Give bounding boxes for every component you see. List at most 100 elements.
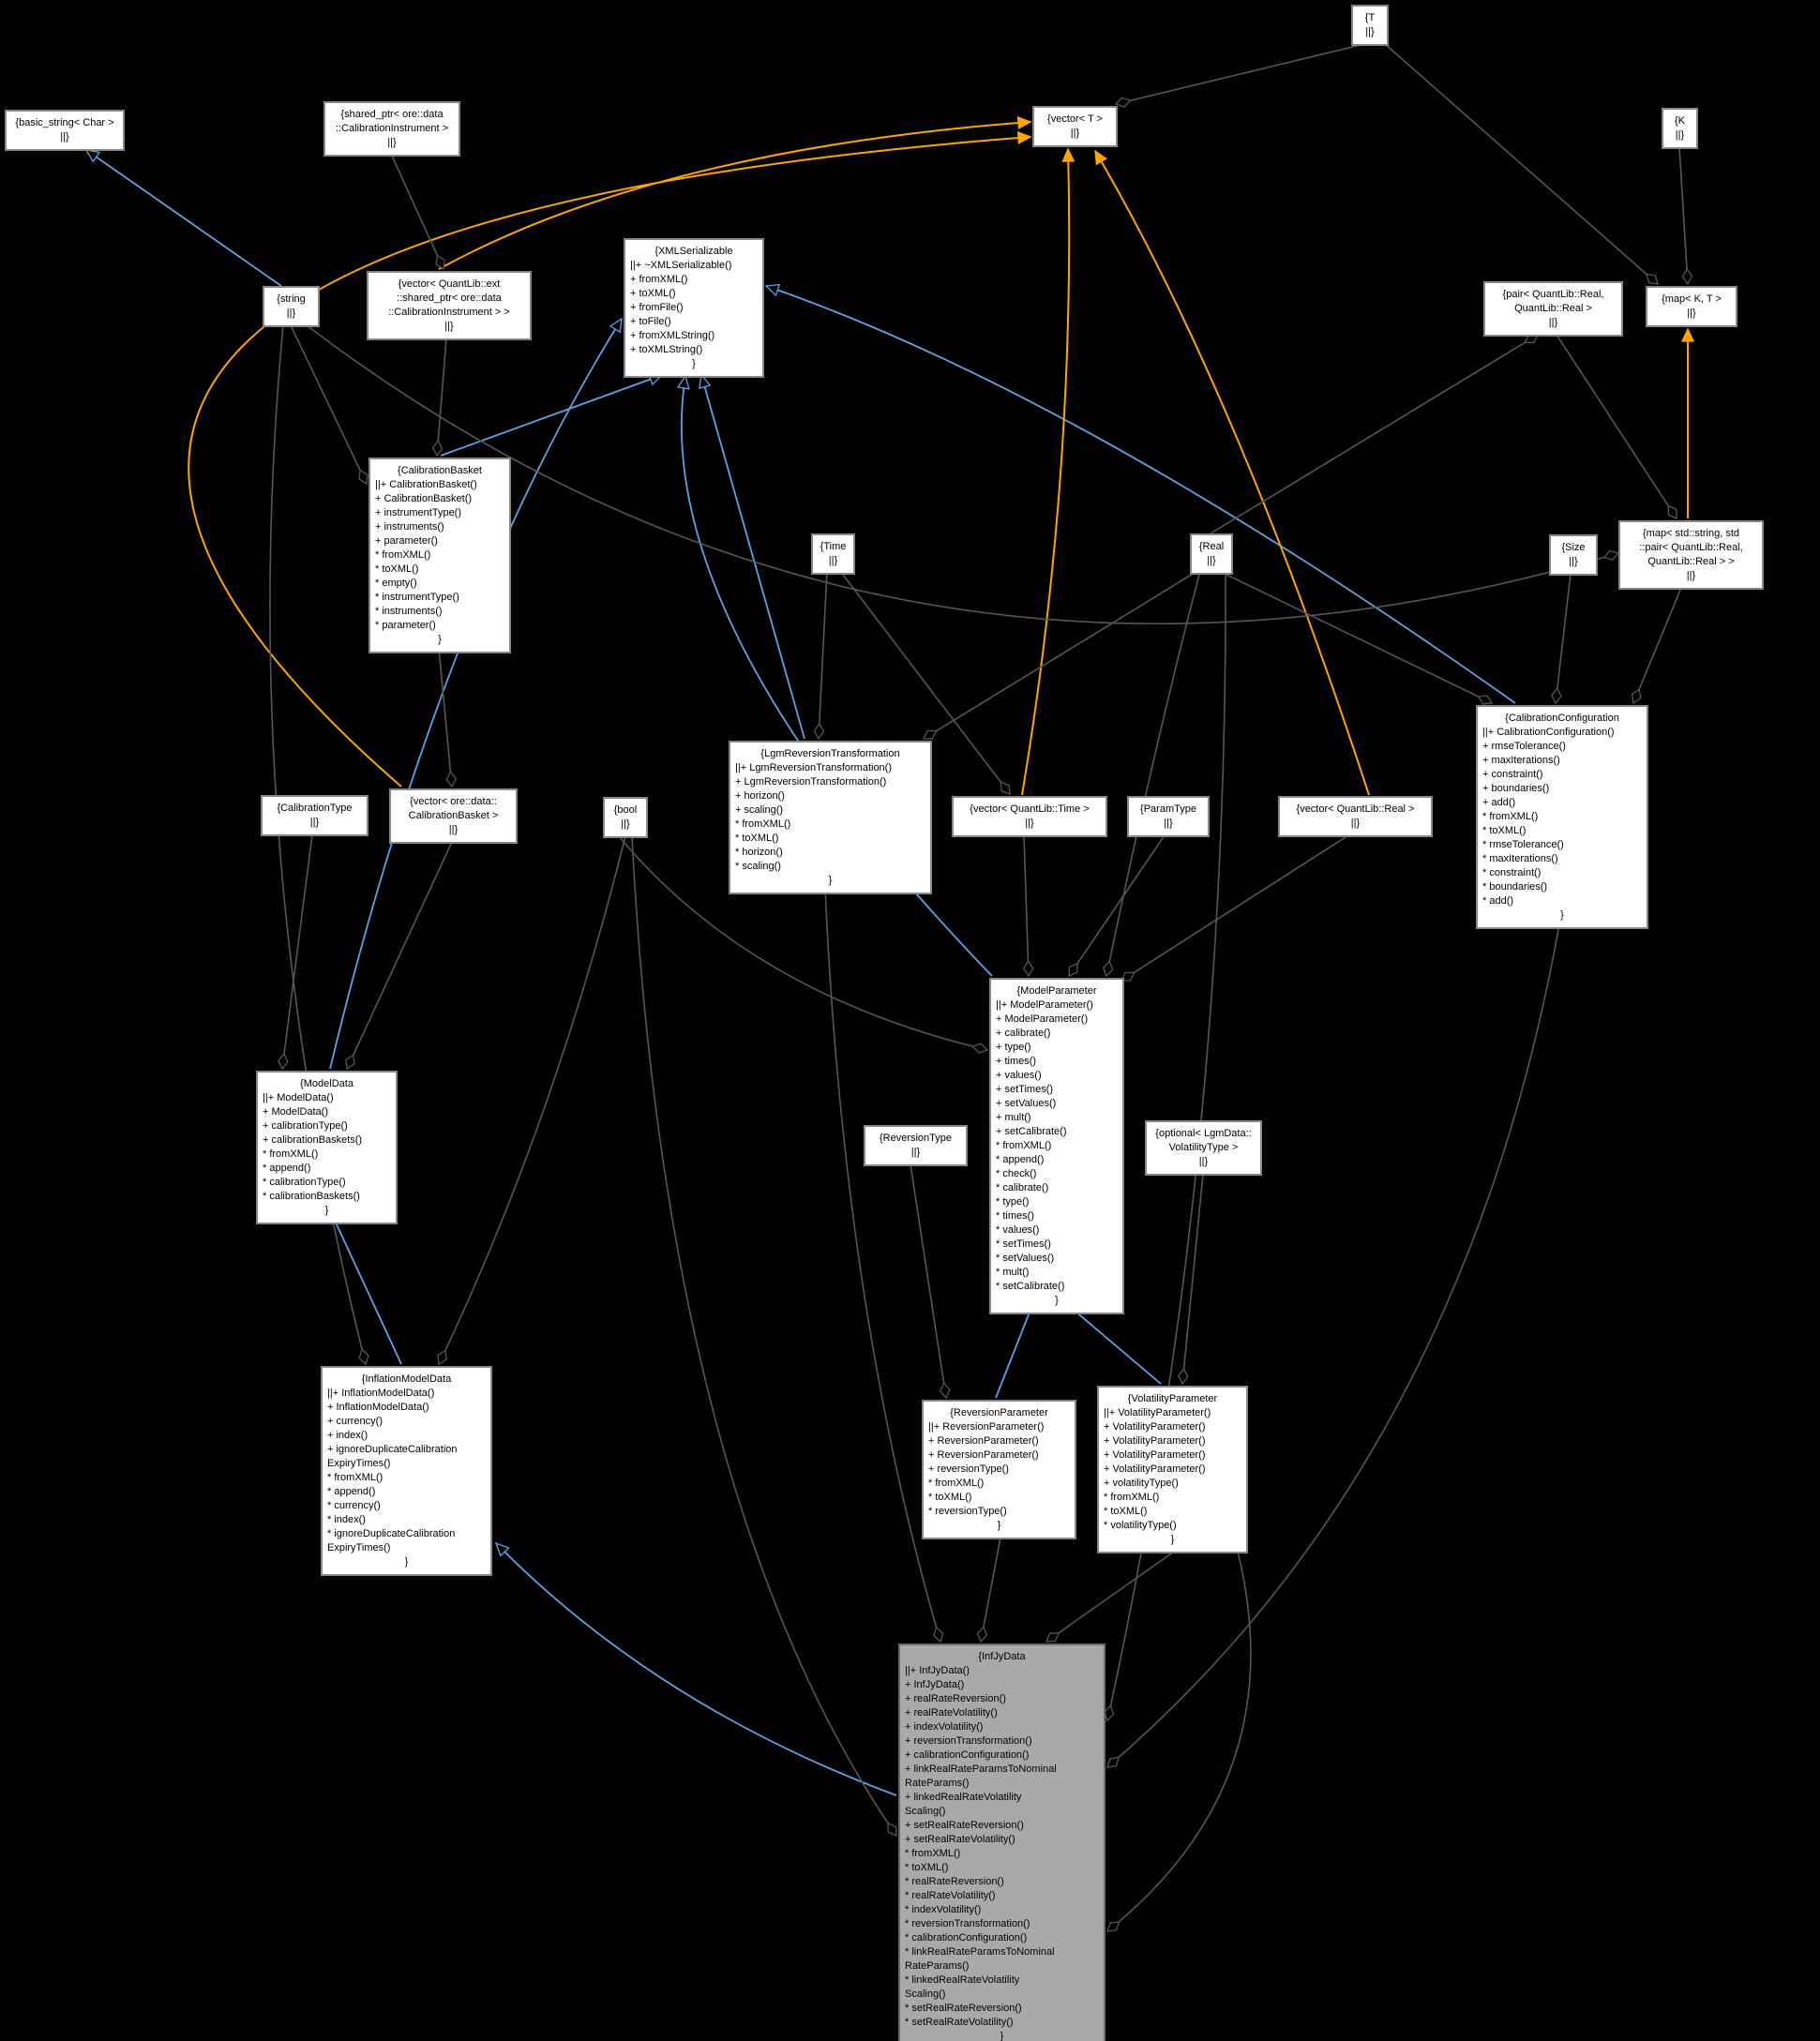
class-node-Size[interactable]: {Size||}: [1549, 534, 1598, 576]
class-node-line: {Real: [1198, 541, 1225, 552]
class-node-CalibrationBasket[interactable]: {CalibrationBasket||+ CalibrationBasket(…: [369, 458, 511, 653]
class-node-line: + fromFile(): [630, 302, 684, 313]
class-node-line: + boundaries(): [1482, 783, 1550, 794]
class-node-line: ::shared_ptr< ore::data: [397, 293, 502, 304]
class-node-line: ||+ InflationModelData(): [327, 1388, 435, 1399]
class-node-line: * empty(): [375, 578, 417, 589]
class-node-LgmReversionTransformation[interactable]: {LgmReversionTransformation ||+ LgmRevers…: [729, 741, 932, 894]
class-node-XMLSerializable[interactable]: {XMLSerializable||+ ~XMLSerializable()+ …: [624, 238, 764, 378]
edge-gray-35: [618, 835, 988, 1051]
edge-orange-12: [1021, 148, 1071, 796]
class-node-line: * mult(): [996, 1267, 1030, 1278]
class-node-basic_string[interactable]: {basic_string< Char >||}: [5, 110, 125, 151]
class-node-line: ||}: [286, 308, 296, 319]
class-node-line: * append(): [996, 1154, 1045, 1165]
edge-gray-38: [1023, 834, 1030, 977]
class-node-line: * setRealRateReversion(): [905, 2003, 1022, 2014]
class-node-line: + values(): [996, 1070, 1042, 1081]
class-node-line: ||+ ~XMLSerializable(): [630, 260, 732, 271]
class-node-string[interactable]: {string ||}: [263, 286, 320, 327]
class-node-vector_ext_shared_ptr[interactable]: {vector< QuantLib::ext::shared_ptr< ore:…: [367, 271, 532, 340]
class-node-vector_time[interactable]: {vector< QuantLib::Time >||}: [952, 796, 1107, 837]
class-node-line: + calibrationConfiguration(): [905, 1749, 1030, 1761]
class-node-line: * currency(): [327, 1500, 381, 1511]
class-node-line: + currency(): [327, 1416, 383, 1427]
class-node-line: * values(): [996, 1224, 1040, 1236]
class-node-InflationModelData[interactable]: {InflationModelData ||+ InflationModelDat…: [321, 1366, 492, 1576]
class-node-pair_real_real[interactable]: {pair< QuantLib::Real,QuantLib::Real >||…: [1483, 281, 1623, 337]
class-node-line: + times(): [996, 1056, 1037, 1067]
class-node-ReversionParameter[interactable]: {ReversionParameter||+ ReversionParamete…: [922, 1400, 1076, 1539]
edge-gray-45: [980, 1537, 1001, 1643]
class-node-line: {Time: [820, 541, 847, 552]
class-node-line: {map< std::string, std: [1642, 528, 1740, 539]
diamond-marker: [435, 254, 445, 271]
class-node-line: * instruments(): [375, 606, 443, 617]
class-node-line: + ModelParameter(): [996, 1013, 1089, 1025]
class-node-line: + VolatilityParameter(): [1104, 1449, 1206, 1461]
edge-blue-2: [700, 374, 805, 740]
class-node-optional_volatility_type[interactable]: {optional< LgmData::VolatilityType >||}: [1145, 1120, 1262, 1176]
class-node-vector_calibration_basket[interactable]: {vector< ore::data::CalibrationBasket >|…: [389, 788, 518, 844]
class-node-line: RateParams(): [905, 1778, 970, 1789]
class-node-line: * realRateVolatility(): [905, 1890, 996, 1901]
class-node-line: * rmseTolerance(): [1482, 839, 1564, 850]
edge-blue-7: [995, 1299, 1035, 1399]
class-node-line: {LgmReversionTransformation: [760, 748, 900, 759]
class-node-bool[interactable]: {bool||}: [603, 797, 648, 838]
edge-gray-39: [1068, 834, 1166, 977]
class-node-line: ||}: [448, 824, 459, 835]
edge-gray-24: [290, 324, 368, 485]
class-node-CalibrationConfiguration[interactable]: {CalibrationConfiguration||+ Calibration…: [1476, 705, 1648, 929]
edge-gray-33: [1555, 573, 1572, 704]
class-node-line: + index(): [327, 1430, 369, 1441]
class-node-map_K_T[interactable]: {map< K, T >||}: [1646, 286, 1737, 327]
edge-gray-22: [281, 833, 313, 1070]
class-node-line: * calibrationBaskets(): [263, 1191, 360, 1202]
class-node-vector_T[interactable]: {vector< T >||}: [1032, 106, 1118, 147]
class-node-line: ||+ LgmReversionTransformation(): [735, 762, 893, 773]
edge-gray-36: [438, 835, 626, 1365]
class-node-line: ||}: [1164, 818, 1173, 829]
class-node-map_string_pair[interactable]: {map< std::string, std::pair< QuantLib::…: [1618, 520, 1764, 590]
class-node-T[interactable]: {T||}: [1351, 5, 1389, 46]
class-node-line: * toXML(): [375, 563, 419, 575]
class-node-Real[interactable]: {Real||}: [1190, 533, 1233, 575]
edge-gray-31: [1218, 570, 1493, 704]
class-node-line: * setTimes(): [996, 1238, 1051, 1250]
class-node-CalibrationType[interactable]: {CalibrationType||}: [261, 795, 369, 836]
class-node-line: + setCalibrate(): [996, 1126, 1067, 1137]
class-node-line: }: [1055, 1295, 1059, 1306]
class-node-vector_real[interactable]: {vector< QuantLib::Real >||}: [1278, 796, 1433, 837]
class-node-line: * fromXML(): [996, 1140, 1052, 1151]
class-node-line: {InflationModelData: [361, 1373, 452, 1385]
class-node-line: + mult(): [996, 1112, 1031, 1123]
class-node-line: + toXML(): [630, 288, 676, 299]
edge-gray-46: [1045, 1551, 1175, 1643]
edge-gray-44: [1106, 923, 1560, 1768]
class-node-ParamType[interactable]: {ParamType||}: [1127, 796, 1210, 837]
class-node-ModelData[interactable]: {ModelData||+ ModelData()+ ModelData()+ …: [256, 1071, 398, 1224]
class-node-line: * add(): [1482, 895, 1514, 907]
oarrow-marker: [676, 374, 690, 390]
class-node-Time[interactable]: {Time||}: [811, 533, 855, 575]
class-node-ModelParameter[interactable]: {ModelParameter||+ ModelParameter()+ Mod…: [989, 978, 1124, 1314]
class-node-line: + horizon(): [735, 790, 785, 802]
class-node-line: * indexVolatility(): [905, 1904, 982, 1915]
class-node-VolatilityParameter[interactable]: {VolatilityParameter||+ VolatilityParame…: [1097, 1386, 1248, 1553]
class-node-line: }: [997, 1520, 1001, 1531]
class-node-line: ||}: [621, 818, 630, 830]
class-node-line: + CalibrationBasket(): [375, 493, 473, 504]
diamond-marker: [1631, 688, 1642, 705]
edge-orange-10: [438, 121, 1031, 270]
class-node-line: CalibrationBasket >: [408, 810, 499, 821]
class-node-K[interactable]: {K||}: [1662, 108, 1698, 149]
edge-gray-48: [923, 570, 1198, 740]
diamond-marker: [1551, 686, 1562, 705]
class-node-line: {string: [277, 293, 306, 305]
class-node-InfJyData[interactable]: {InfJyData||+ InfJyData()+ InfJyData()+ …: [898, 1643, 1106, 2041]
class-node-shared_ptr_calibration_instrument[interactable]: {shared_ptr< ore::data::CalibrationInstr…: [323, 101, 460, 157]
class-node-line: {CalibrationConfiguration: [1505, 713, 1619, 724]
class-node-ReversionType[interactable]: {ReversionType||}: [864, 1125, 968, 1166]
diamond-marker: [1000, 781, 1011, 795]
